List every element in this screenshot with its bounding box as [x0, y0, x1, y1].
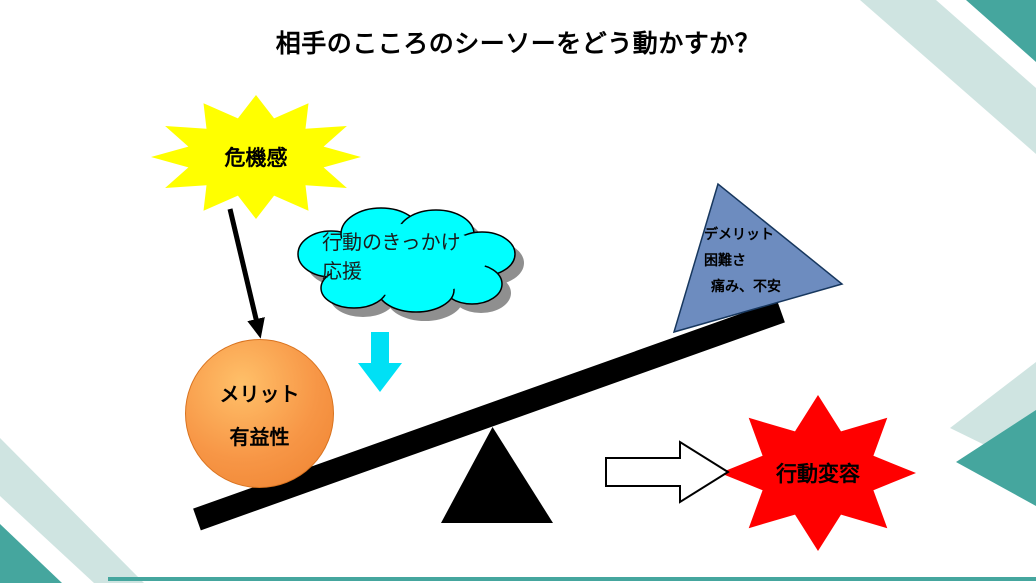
page-title: 相手のこころのシーソーをどう動かすか？	[275, 30, 761, 58]
right-block-arrow	[605, 440, 730, 504]
crisis-starburst: 危機感	[146, 92, 366, 222]
demerit-line3: 痛み、不安	[711, 278, 781, 294]
demerit-line2: 困難さ	[704, 252, 746, 268]
cloud-label-line1: 行動のきっかけ	[322, 232, 461, 254]
merit-circle-label: メリット 有益性	[186, 340, 333, 487]
demerit-line1: デメリット	[704, 226, 774, 242]
trigger-cloud	[297, 207, 524, 321]
cloud-body	[326, 224, 486, 296]
cloud-label: 行動のきっかけ 応援	[322, 229, 461, 287]
decor-right-teal-triangle	[956, 410, 1036, 506]
demerit-triangle-label: デメリット 困難さ 痛み、不安	[704, 221, 781, 299]
cause-down-arrow	[227, 208, 265, 339]
crisis-star-polygon	[151, 95, 361, 219]
decor-bottom-strip	[108, 577, 1036, 581]
decor-top-right-teal-triangle	[966, 0, 1036, 62]
behavior-starburst: 行動変容	[718, 393, 918, 553]
behavior-star-label: 行動変容	[776, 463, 860, 486]
merit-circle: メリット 有益性	[185, 339, 334, 488]
decor-bottom-left-teal-triangle	[0, 524, 62, 583]
behavior-star-shape	[720, 395, 916, 551]
cloud-label-line2: 応援	[322, 261, 362, 283]
down-block-arrow-shape	[355, 330, 405, 395]
crisis-star-label: 危機感	[224, 147, 288, 170]
behavior-star-polygon	[720, 395, 916, 551]
demerit-triangle-shape	[672, 182, 844, 334]
merit-line1: メリット	[219, 383, 300, 406]
merit-line2: 有益性	[229, 426, 290, 449]
down-block-arrow	[355, 330, 405, 395]
arrow-shaft	[227, 208, 265, 339]
right-block-arrow-shape	[605, 440, 730, 504]
demerit-triangle	[672, 182, 844, 334]
starburst-shape	[151, 95, 361, 219]
